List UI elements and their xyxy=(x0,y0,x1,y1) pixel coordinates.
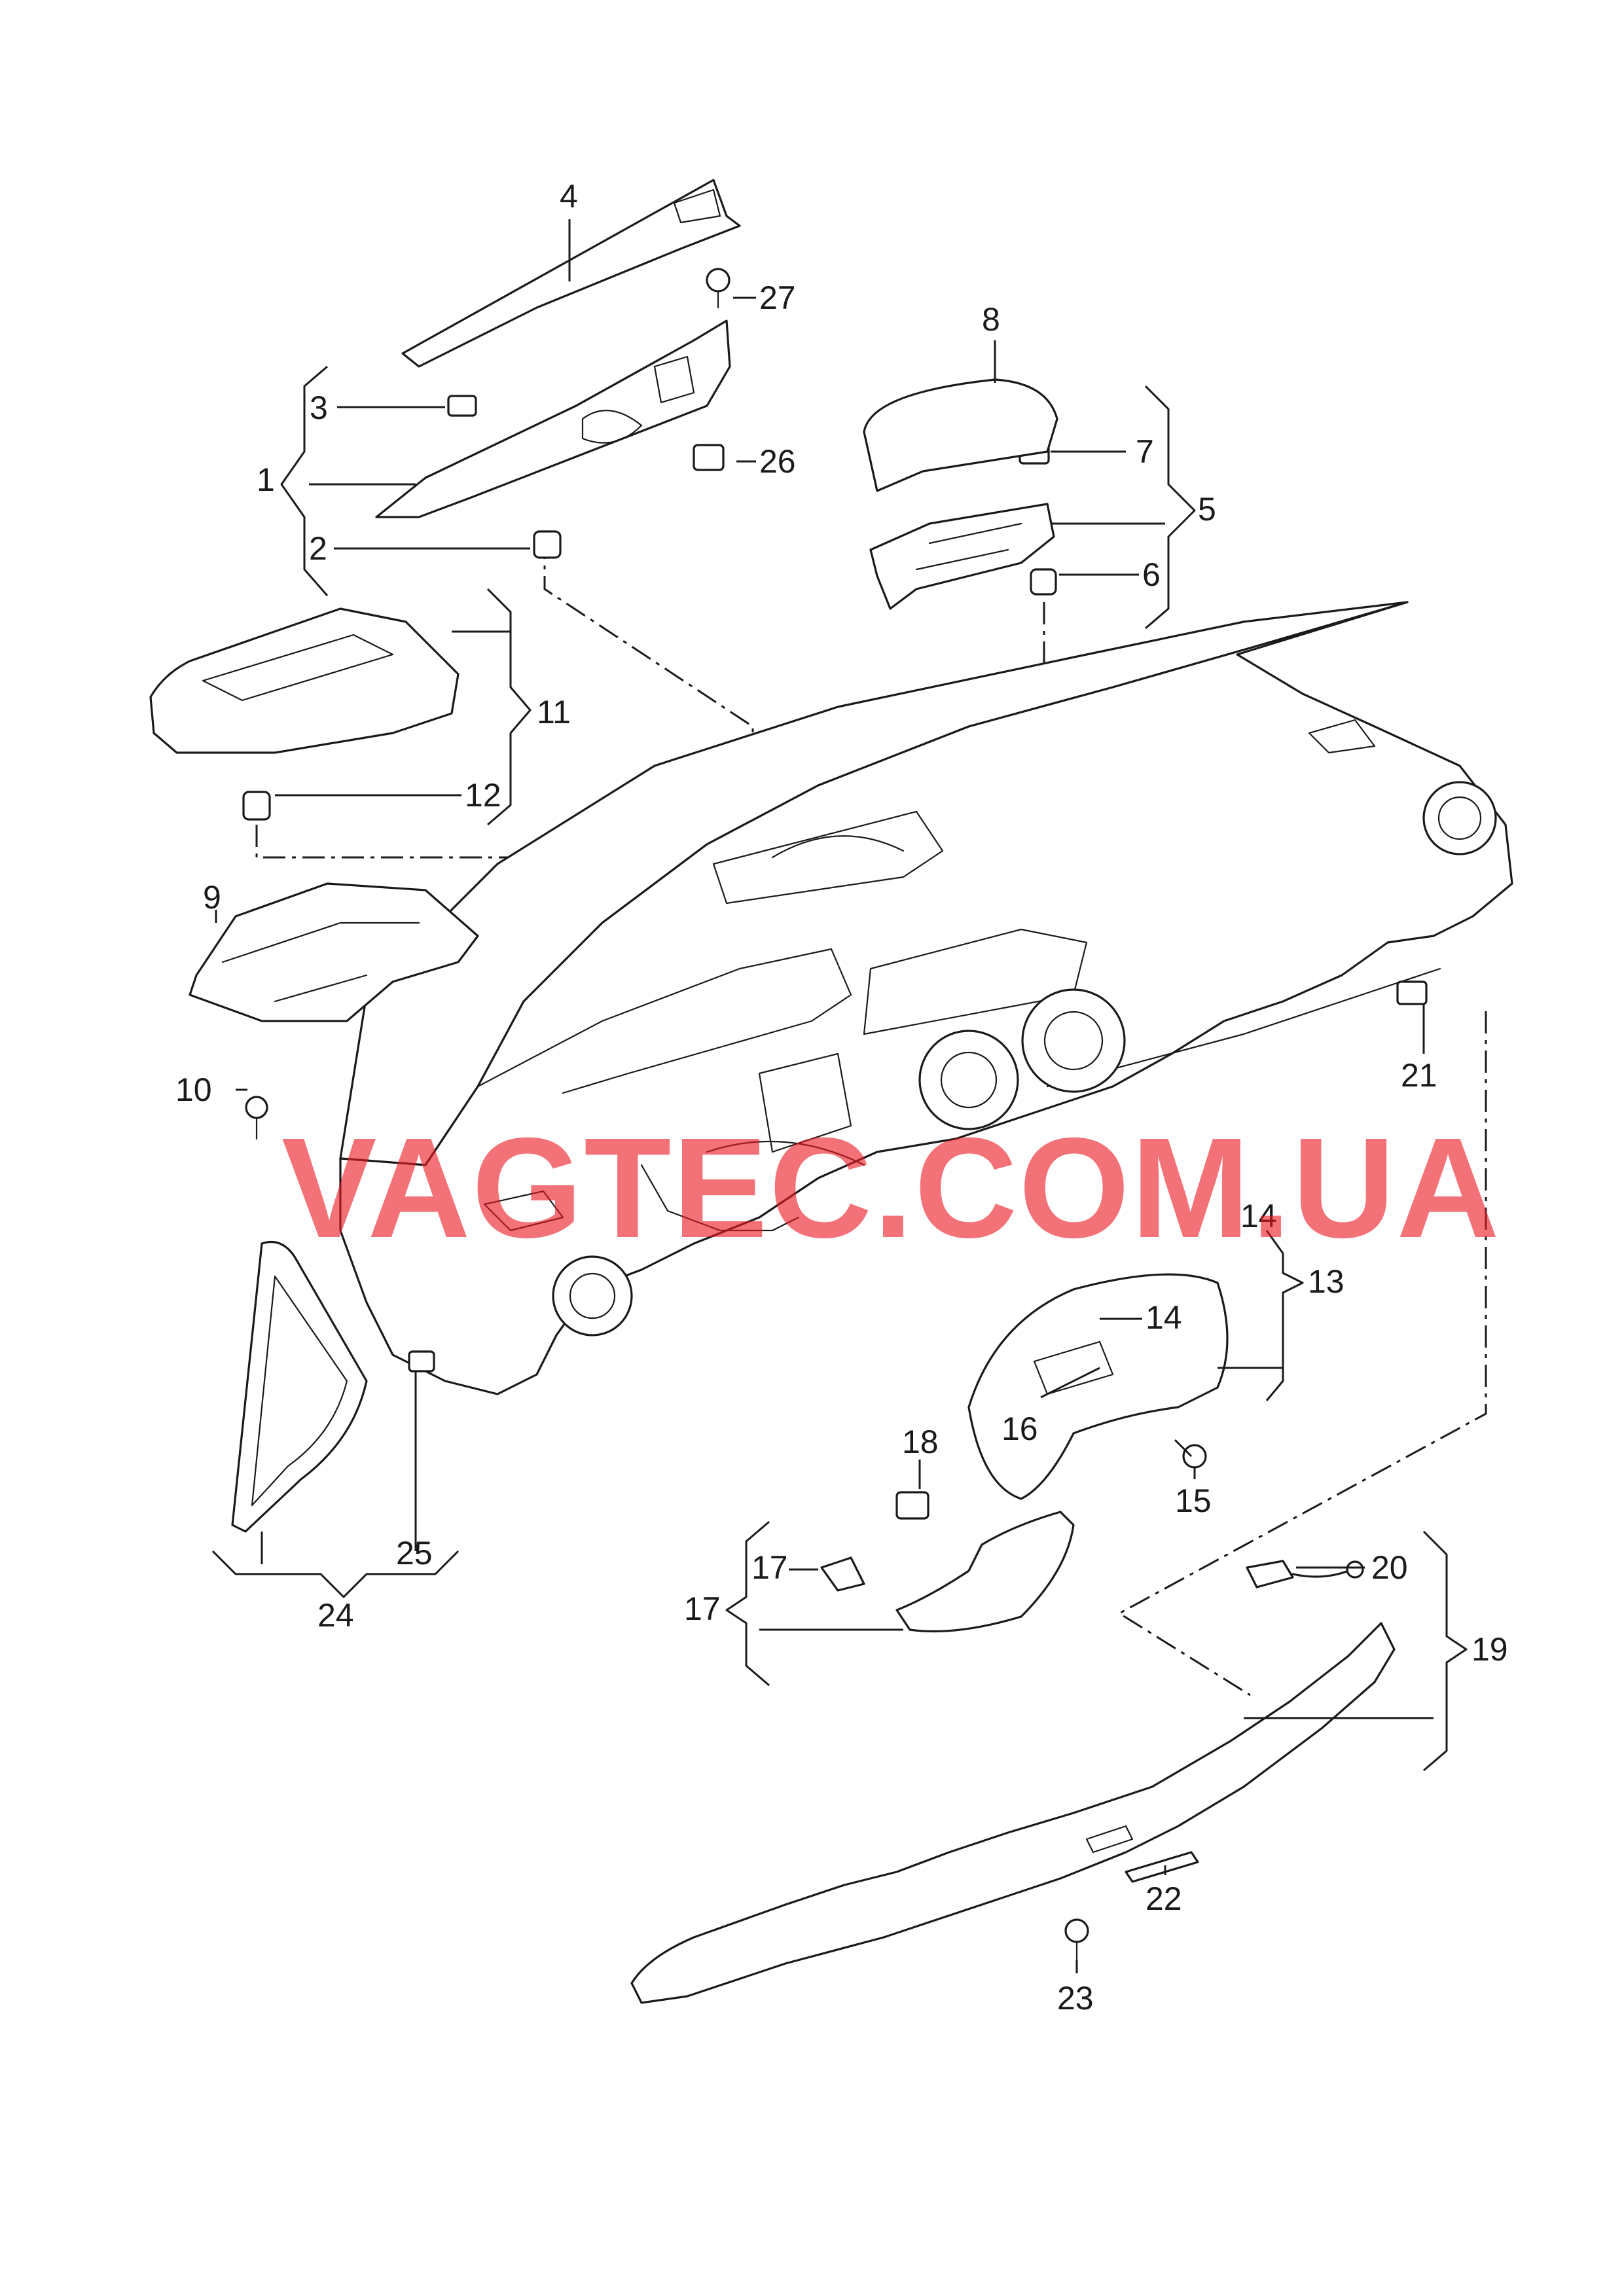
callout-10: 10 xyxy=(175,1071,212,1108)
clip-part-12 xyxy=(242,791,271,821)
instrument-cluster-part-13 xyxy=(967,1273,1229,1500)
badge-part-23 xyxy=(1125,1851,1199,1883)
clip-part-2 xyxy=(533,530,562,559)
group-braces xyxy=(211,365,1468,1772)
callout-27: 26 xyxy=(759,443,796,480)
screw-part-10 xyxy=(245,1096,268,1119)
cover-part-8 xyxy=(863,378,1058,492)
clip-part-18 xyxy=(820,1556,865,1592)
watermark-text: VAGTEC.COM.UA xyxy=(281,1109,1501,1268)
dashboard-panel xyxy=(339,601,1513,1395)
leader-lines xyxy=(215,219,1434,1973)
callout-20: 19 xyxy=(1471,1631,1508,1668)
screw-part-28 xyxy=(706,268,731,293)
bracket-part-5 xyxy=(869,503,1055,610)
callout-14-upper: 14 xyxy=(1240,1198,1277,1234)
callout-12: 12 xyxy=(465,777,501,814)
lower-trim-part-17 xyxy=(895,1511,1075,1633)
clip-part-3 xyxy=(447,395,477,417)
callout-5: 5 xyxy=(1198,491,1216,528)
callout-2: 2 xyxy=(309,530,327,567)
connector-part-21 xyxy=(1246,1560,1350,1588)
callouts: 4 27 3 26 1 2 8 7 5 6 11 12 9 10 21 14 1… xyxy=(175,178,1508,2017)
callout-14: 14 xyxy=(1146,1299,1182,1336)
clip-part-27 xyxy=(693,444,725,471)
callout-9: 9 xyxy=(203,879,221,916)
display-housing-part-11 xyxy=(149,607,460,754)
callout-21: 20 xyxy=(1371,1549,1408,1586)
clip-part-26 xyxy=(408,1350,435,1372)
side-panel-part-25 xyxy=(231,1240,368,1533)
callout-24: 23 xyxy=(1057,1980,1094,2017)
callout-11: 11 xyxy=(537,694,571,730)
trim-strip-part-4 xyxy=(401,179,741,368)
airbag-module-part-9 xyxy=(189,882,479,1022)
clip-part-19 xyxy=(895,1491,929,1520)
screw-part-15 xyxy=(1182,1444,1207,1469)
callout-25: 24 xyxy=(317,1597,354,1634)
callout-22: 21 xyxy=(1401,1057,1437,1094)
callout-3: 3 xyxy=(310,389,328,426)
callout-8: 8 xyxy=(982,301,1000,338)
callout-4: 4 xyxy=(560,178,578,215)
callout-7: 7 xyxy=(1136,433,1154,470)
callout-28: 27 xyxy=(759,279,796,316)
callout-18: 17 xyxy=(751,1549,788,1586)
callout-13: 13 xyxy=(1308,1263,1344,1300)
callout-16: 16 xyxy=(1001,1410,1038,1447)
decor-strip-part-20 xyxy=(630,1622,1396,2004)
clip-part-6 xyxy=(1030,568,1057,596)
callout-15: 15 xyxy=(1175,1482,1212,1519)
vent-housing-part-1 xyxy=(375,319,731,518)
callout-1: 1 xyxy=(257,461,275,498)
callout-17: 17 xyxy=(684,1590,721,1627)
screw-part-24 xyxy=(1064,1918,1089,1943)
clip-part-22 xyxy=(1396,980,1428,1005)
callout-19: 18 xyxy=(902,1424,939,1460)
callout-26: 25 xyxy=(396,1535,433,1571)
callout-23: 22 xyxy=(1146,1880,1182,1917)
callout-6: 6 xyxy=(1142,556,1161,593)
